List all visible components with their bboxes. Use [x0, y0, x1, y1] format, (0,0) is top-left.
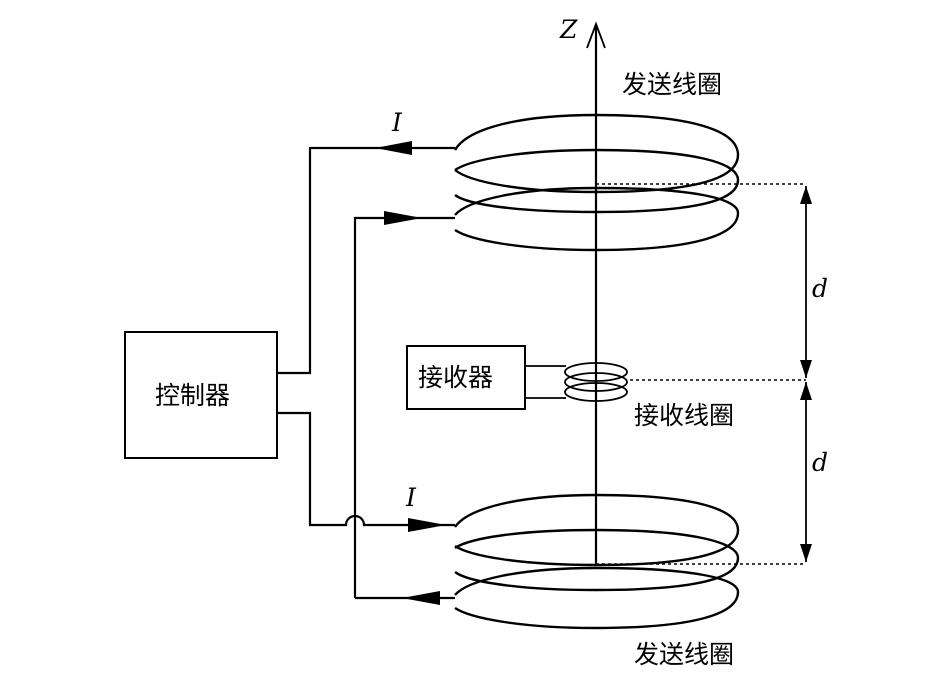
- bottom-return-arrow: [402, 591, 440, 605]
- z-axis: Z: [559, 15, 606, 565]
- top-current-arrow: [375, 141, 412, 155]
- upper-distance-arrow-top: [800, 186, 812, 204]
- receiver-box: [406, 345, 526, 410]
- bottom-coil-turn-1: [454, 493, 740, 567]
- lower-distance-arrow-top: [800, 382, 812, 400]
- upper-distance-label: d: [812, 274, 828, 303]
- top-coil-turn-1: [453, 113, 740, 194]
- top-coil-label: 发送线圈: [622, 70, 722, 99]
- wiring-top: I: [277, 108, 455, 598]
- top-coil-turn-2: [454, 148, 740, 214]
- z-axis-label: Z: [559, 15, 578, 44]
- bottom-coil-supply-wire: [277, 411, 455, 527]
- controller-label: 控制器: [155, 381, 230, 410]
- bottom-coil-turn-3: [454, 566, 740, 630]
- top-coil-supply-wire: [277, 146, 455, 375]
- distance-markers: d d: [596, 183, 828, 565]
- top-transmit-coil: 发送线圈: [453, 70, 740, 252]
- controller-box: [124, 331, 278, 459]
- bottom-coil-turn-2: [454, 528, 740, 592]
- receiver-coil-turn-1: [564, 362, 628, 382]
- receiver-coil-label: 接收线圈: [634, 401, 734, 430]
- bottom-coil-label: 发送线圈: [634, 640, 734, 669]
- controller: 控制器: [124, 331, 278, 459]
- receiver-label: 接收器: [418, 363, 493, 392]
- z-axis-arrowhead: [586, 21, 606, 49]
- lower-distance-arrow-bottom: [800, 544, 812, 562]
- receiver-coil-turn-2: [564, 372, 628, 392]
- bottom-transmit-coil: 发送线圈: [454, 493, 740, 669]
- receiver-coil-turn-3: [564, 382, 628, 402]
- lower-distance-label: d: [812, 448, 828, 477]
- bottom-current-label: I: [405, 483, 417, 512]
- bottom-current-arrow: [408, 518, 446, 532]
- upper-distance-arrow-bottom: [800, 360, 812, 378]
- top-current-label: I: [391, 108, 403, 137]
- receiver: 接收器: [406, 345, 566, 410]
- top-return-arrow: [384, 211, 422, 225]
- top-coil-turn-3: [454, 186, 740, 252]
- receiver-coil: 接收线圈: [564, 362, 734, 430]
- wiring-bottom: I: [277, 411, 455, 605]
